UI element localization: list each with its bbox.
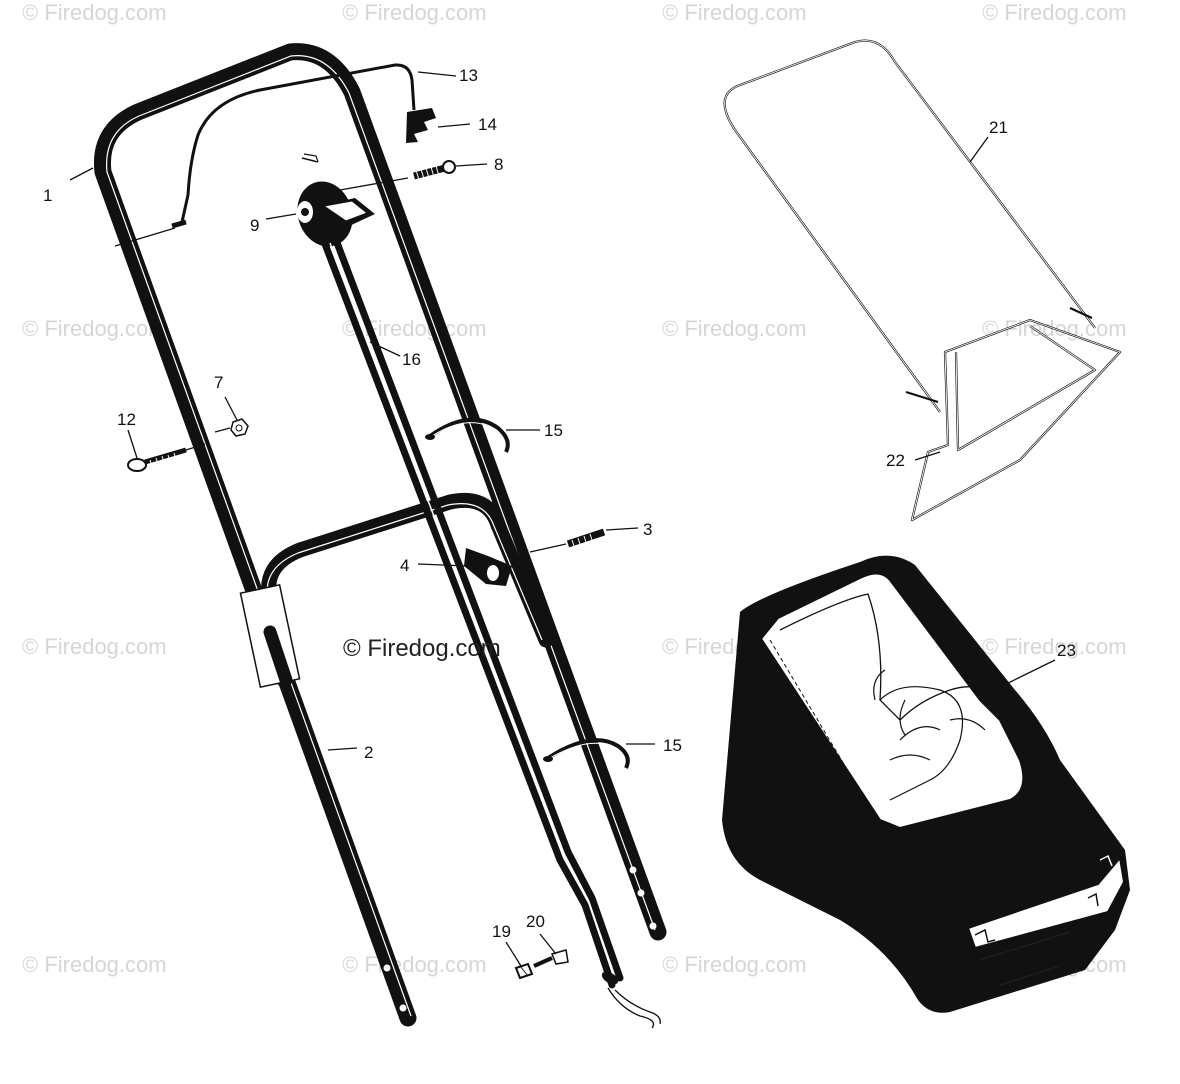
leader-lines [69, 71, 1056, 967]
callout-22: 22 [886, 451, 905, 470]
callout-8: 8 [494, 155, 503, 174]
bag-frame-upper [723, 39, 1096, 413]
bag-frame-lower [910, 318, 1122, 522]
callout-1: 1 [43, 186, 52, 205]
callout-20: 20 [526, 912, 545, 931]
handle-hole [649, 922, 657, 930]
watermark: © Firedog.com [22, 0, 167, 25]
part-20-clip [533, 949, 569, 968]
watermark: © Firedog.com [342, 0, 487, 25]
handle-hole [383, 964, 391, 972]
callout-15-lower: 15 [663, 736, 682, 755]
leader-line [114, 227, 176, 247]
control-cable-upper [180, 63, 416, 223]
callout-21: 21 [989, 118, 1008, 137]
watermark: © Firedog.com [662, 316, 807, 341]
callout-7: 7 [214, 373, 223, 392]
callout-13: 13 [459, 66, 478, 85]
callout-3: 3 [643, 520, 652, 539]
callout-23: 23 [1057, 641, 1076, 660]
handle-knob [464, 548, 512, 586]
handle-bolt [529, 528, 606, 553]
watermark: © Firedog.com [22, 316, 167, 341]
callout-4: 4 [400, 556, 409, 575]
handle-hole [399, 1004, 407, 1012]
callout-14: 14 [478, 115, 497, 134]
watermark: © Firedog.com [342, 952, 487, 977]
handle-hole [629, 866, 637, 874]
callout-2: 2 [364, 743, 373, 762]
callout-15-upper: 15 [544, 421, 563, 440]
callout-19: 19 [492, 922, 511, 941]
handle-hole [637, 889, 645, 897]
watermark: © Firedog.com [662, 952, 807, 977]
cable-tie-lower [543, 738, 630, 769]
watermark-grid: © Firedog.com © Firedog.com © Firedog.co… [22, 0, 1127, 977]
watermark: © Firedog.com [982, 634, 1127, 659]
eye-bolt [127, 443, 206, 472]
part-19-fastener [514, 962, 534, 980]
grass-bag [722, 555, 1130, 1013]
callout-12: 12 [117, 410, 136, 429]
center-watermark: © Firedog.com [343, 635, 501, 662]
control-cable [321, 236, 661, 1029]
cable-clip [406, 108, 436, 143]
callout-9: 9 [250, 216, 259, 235]
cable-tie-upper [425, 417, 510, 453]
callout-16: 16 [402, 350, 421, 369]
watermark: © Firedog.com [22, 634, 167, 659]
watermark: © Firedog.com [662, 0, 807, 25]
hex-nut [214, 418, 249, 437]
lower-handle [239, 492, 554, 688]
bolt [339, 160, 456, 191]
watermark: © Firedog.com [982, 0, 1127, 25]
callouts: 1 2 3 4 7 8 9 12 13 14 15 15 16 19 20 21… [43, 66, 1076, 941]
upper-handle [93, 43, 667, 1027]
control-lever-assembly [297, 153, 375, 247]
watermark: © Firedog.com [22, 952, 167, 977]
cable-end [171, 219, 187, 229]
